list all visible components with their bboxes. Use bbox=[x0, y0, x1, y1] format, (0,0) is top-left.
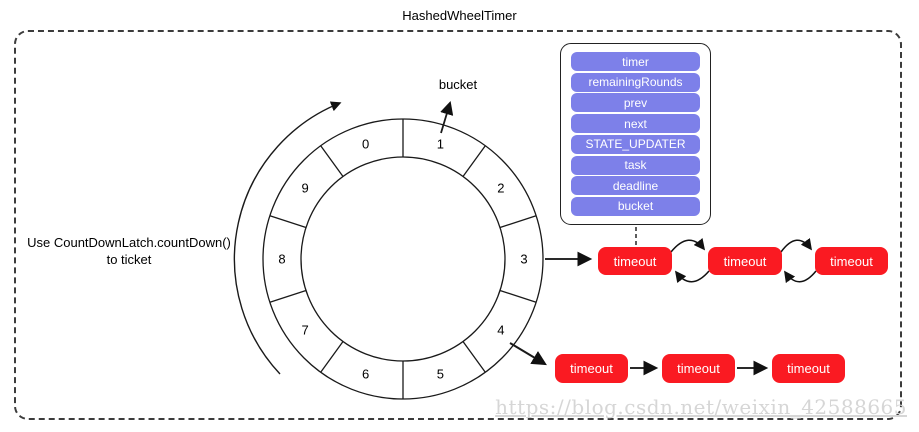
wheel-slot-label: 2 bbox=[497, 180, 504, 195]
diagram-title: HashedWheelTimer bbox=[402, 8, 517, 23]
timeout-node: timeout bbox=[708, 247, 782, 275]
struct-field-bucket: bucket bbox=[571, 196, 700, 216]
wheel-inner-circle bbox=[300, 156, 506, 362]
struct-field-next: next bbox=[571, 114, 700, 134]
timeout-node: timeout bbox=[772, 354, 845, 383]
struct-field-remainingrounds: remainingRounds bbox=[571, 72, 700, 92]
next-arrow bbox=[780, 237, 813, 253]
struct-field-prev: prev bbox=[571, 93, 700, 113]
countdownlatch-note: Use CountDownLatch.countDown() to ticket bbox=[24, 234, 234, 268]
diagram-frame bbox=[14, 30, 902, 420]
blog-watermark: https://blog.csdn.net/weixin_42588665 bbox=[495, 395, 907, 419]
wheel-slot-label: 9 bbox=[301, 180, 308, 195]
timeout-struct-box: timer remainingRounds prev next STATE_UP… bbox=[560, 43, 711, 225]
struct-field-deadline: deadline bbox=[571, 176, 700, 196]
struct-field-task: task bbox=[571, 155, 700, 175]
doubly-linked-arrows bbox=[670, 237, 817, 284]
struct-field-state-updater: STATE_UPDATER bbox=[571, 134, 700, 154]
wheel-slot-dividers bbox=[269, 119, 537, 399]
wheel-slot-label: 4 bbox=[497, 323, 504, 338]
wheel-outer-circle bbox=[262, 118, 544, 400]
slot4-to-timeout-arrow bbox=[509, 342, 547, 366]
timeout-node: timeout bbox=[815, 247, 888, 275]
bucket-label: bucket bbox=[439, 77, 478, 92]
wheel-slot-label: 1 bbox=[437, 136, 444, 151]
prev-arrow bbox=[674, 270, 710, 284]
wheel-slot-label: 6 bbox=[362, 367, 369, 382]
rotation-direction-arrow bbox=[233, 101, 342, 375]
prev-arrow bbox=[784, 270, 817, 284]
timeout-node: timeout bbox=[555, 354, 628, 383]
note-line-1: Use CountDownLatch.countDown() bbox=[27, 235, 231, 250]
wheel-slot-label: 0 bbox=[362, 136, 369, 151]
wheel-slot-label: 7 bbox=[301, 323, 308, 338]
next-arrow bbox=[670, 238, 706, 253]
wheel-slot-label: 5 bbox=[437, 367, 444, 382]
timeout-node: timeout bbox=[662, 354, 735, 383]
wheel-slot-label: 8 bbox=[278, 252, 285, 267]
struct-field-timer: timer bbox=[571, 52, 700, 71]
bucket-pointer-arrow bbox=[440, 101, 454, 134]
timer-wheel: 0 1 2 3 4 5 6 7 8 9 bbox=[262, 118, 544, 400]
wheel-slot-label: 3 bbox=[520, 252, 527, 267]
wheel-slot-labels: 0 1 2 3 4 5 6 7 8 9 bbox=[278, 136, 527, 381]
timeout-node: timeout bbox=[598, 247, 672, 275]
note-line-2: to ticket bbox=[106, 252, 152, 267]
